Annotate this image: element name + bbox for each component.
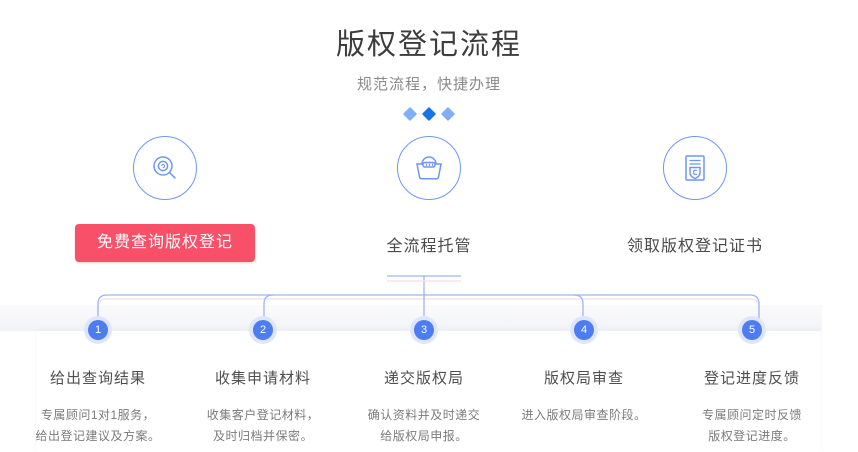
step-item-2: 2 收集申请材料 收集客户登记材料， 及时归档并保密。 bbox=[183, 316, 343, 447]
step-desc-line: 专属顾问1对1服务， bbox=[40, 408, 156, 422]
step-desc-line: 给出登记建议及方案。 bbox=[35, 429, 161, 443]
step-item-3: 3 递交版权局 确认资料并及时递交 给版权局申报。 bbox=[344, 316, 504, 447]
step-badge-1: 1 bbox=[84, 316, 112, 344]
step-desc-line: 确认资料并及时递交 bbox=[367, 408, 481, 422]
step-desc-line: 及时归档并保密。 bbox=[212, 429, 313, 443]
step-desc-2: 收集客户登记材料， 及时归档并保密。 bbox=[183, 405, 343, 447]
step-desc-3: 确认资料并及时递交 给版权局申报。 bbox=[344, 405, 504, 447]
service-label-escrow: 全流程托管 bbox=[386, 238, 472, 255]
service-block-escrow: 全流程托管 bbox=[309, 136, 549, 258]
step-desc-1: 专属顾问1对1服务， 给出登记建议及方案。 bbox=[18, 405, 178, 447]
service-block-query: 免费查询版权登记 bbox=[45, 136, 285, 262]
step-desc-5: 专属顾问定时反馈 版权登记进度。 bbox=[672, 405, 832, 447]
diamond-divider bbox=[0, 106, 858, 122]
step-badge-2: 2 bbox=[249, 316, 277, 344]
certificate-icon bbox=[663, 136, 727, 200]
step-badge-3: 3 bbox=[410, 316, 438, 344]
free-query-copyright-button[interactable]: 免费查询版权登记 bbox=[74, 224, 255, 262]
escrow-basket-icon bbox=[397, 136, 461, 200]
step-desc-line: 给版权局申报。 bbox=[380, 429, 468, 443]
step-title-1: 给出查询结果 bbox=[49, 370, 146, 387]
step-item-4: 4 版权局审查 进入版权局审查阶段。 bbox=[504, 316, 664, 426]
service-highlights: 免费查询版权登记 全流程托管 bbox=[0, 136, 858, 266]
page-subtitle: 规范流程，快捷办理 bbox=[356, 76, 501, 93]
step-item-1: 1 给出查询结果 专属顾问1对1服务， 给出登记建议及方案。 bbox=[18, 316, 178, 447]
step-title-4: 版权局审查 bbox=[543, 370, 624, 387]
step-badge-4: 4 bbox=[570, 316, 598, 344]
diamond-icon-right bbox=[440, 106, 456, 122]
step-number-3: 3 bbox=[414, 320, 434, 340]
diamond-icon-left bbox=[402, 106, 418, 122]
page-header: 版权登记流程 规范流程，快捷办理 bbox=[0, 0, 858, 122]
step-number-1: 1 bbox=[88, 320, 108, 340]
page-title: 版权登记流程 bbox=[335, 29, 522, 61]
step-number-2: 2 bbox=[253, 320, 273, 340]
step-badge-5: 5 bbox=[738, 316, 766, 344]
step-number-5: 5 bbox=[742, 320, 762, 340]
step-title-5: 登记进度反馈 bbox=[703, 370, 800, 387]
step-desc-line: 专属顾问定时反馈 bbox=[701, 408, 802, 422]
step-desc-4: 进入版权局审查阶段。 bbox=[504, 405, 664, 426]
service-label-certificate: 领取版权登记证书 bbox=[626, 238, 763, 255]
step-item-5: 5 登记进度反馈 专属顾问定时反馈 版权登记进度。 bbox=[672, 316, 832, 447]
steps-card-panel bbox=[37, 331, 820, 452]
step-title-3: 递交版权局 bbox=[383, 370, 464, 387]
copyright-search-icon bbox=[133, 136, 197, 200]
step-desc-line: 进入版权局审查阶段。 bbox=[521, 408, 647, 422]
process-steps: 1 给出查询结果 专属顾问1对1服务， 给出登记建议及方案。 2 收集申请材料 … bbox=[0, 316, 858, 452]
step-number-4: 4 bbox=[574, 320, 594, 340]
step-desc-line: 版权登记进度。 bbox=[708, 429, 796, 443]
service-block-certificate: 领取版权登记证书 bbox=[575, 136, 815, 258]
step-desc-line: 收集客户登记材料， bbox=[206, 408, 320, 422]
step-title-2: 收集申请材料 bbox=[214, 370, 311, 387]
diamond-icon-center bbox=[421, 106, 437, 122]
